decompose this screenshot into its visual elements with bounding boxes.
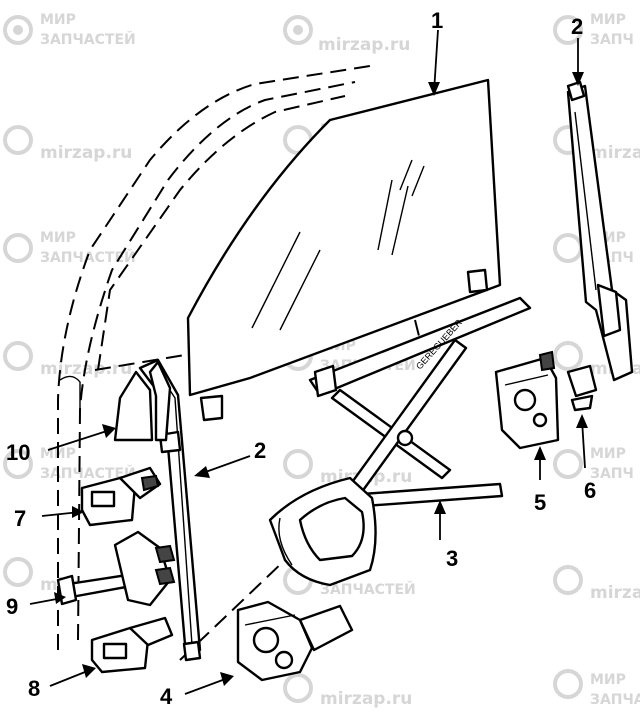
watermark-logo: МИР ЗАПЧ xyxy=(553,446,634,482)
watermark-site: mirzap.ru xyxy=(320,689,412,709)
watermark-brand-1: МИР xyxy=(590,12,626,28)
lower-hinge xyxy=(90,616,174,674)
watermark-brand-2: ЗАПЧАСТЕЙ xyxy=(590,691,640,708)
watermark-brand-1: МИР xyxy=(40,230,76,246)
callout-3: 3 xyxy=(446,546,458,571)
door-glass xyxy=(186,78,502,422)
watermark-site: mirzap.ru xyxy=(318,35,410,55)
door-check xyxy=(56,530,176,607)
watermark-brand-1: МИР xyxy=(590,672,626,688)
watermark-brand-1: МИР xyxy=(40,12,76,28)
leader-lines xyxy=(29,29,588,695)
callout-5: 5 xyxy=(534,490,546,515)
watermark-site: mirzap.ru xyxy=(40,143,132,163)
watermark-site: mirzap.ru xyxy=(40,359,132,379)
watermark-brand-short: ЗАПЧ xyxy=(590,466,634,482)
callout-6: 6 xyxy=(584,478,596,503)
callout-labels: 1 2 2 3 4 5 6 7 8 9 10 xyxy=(6,8,596,709)
watermark-site: mirzap.ru xyxy=(590,143,640,163)
watermark-logo: mirzap.ru xyxy=(553,565,640,603)
callout-8: 8 xyxy=(28,676,40,701)
door-lock xyxy=(494,350,560,450)
callout-7: 7 xyxy=(14,506,26,531)
callout-2-mid: 2 xyxy=(254,438,266,463)
watermark-brand-2: ЗАПЧАСТЕЙ xyxy=(40,31,136,48)
watermark-site: mirzap.ru xyxy=(590,583,640,603)
watermark-logo: МИР ЗАПЧАСТЕЙ xyxy=(3,12,136,48)
callout-10: 10 xyxy=(6,440,30,465)
watermark-logo: mirzap.ru xyxy=(283,673,412,709)
callout-1: 1 xyxy=(431,8,443,33)
division-bracket xyxy=(113,360,172,442)
watermark-logo: МИР ЗАПЧАСТЕЙ xyxy=(553,669,640,708)
callout-2-top: 2 xyxy=(571,14,583,39)
regulator-motor xyxy=(236,600,354,682)
glass-run-channel-rear xyxy=(566,80,634,382)
upper-hinge xyxy=(80,466,162,527)
watermark-brand-1: МИР xyxy=(590,446,626,462)
callout-9: 9 xyxy=(6,594,18,619)
door-frame-outline xyxy=(57,65,421,661)
watermark-brand-2: ЗАПЧАСТЕЙ xyxy=(40,465,136,482)
window-regulator: GEREGUEBER xyxy=(268,296,532,587)
watermark-logo: mirzap.ru xyxy=(553,125,640,163)
callout-4: 4 xyxy=(160,684,173,709)
watermark-logo: mirzap.ru xyxy=(3,341,132,379)
lock-clip xyxy=(566,364,598,412)
watermark-logo: МИР ЗАПЧАСТЕЙ xyxy=(3,446,136,482)
watermark-brand-2: ЗАПЧАСТЕЙ xyxy=(320,581,416,598)
watermark-logo: МИР ЗАПЧАСТЕЙ xyxy=(3,230,136,266)
watermark-logo: mirzap.ru xyxy=(283,15,410,55)
watermark-brand-short: ЗАПЧ xyxy=(590,32,634,48)
watermark-logo: mirzap.ru xyxy=(3,125,132,163)
watermark-logo: МИР ЗАПЧ xyxy=(553,12,634,48)
